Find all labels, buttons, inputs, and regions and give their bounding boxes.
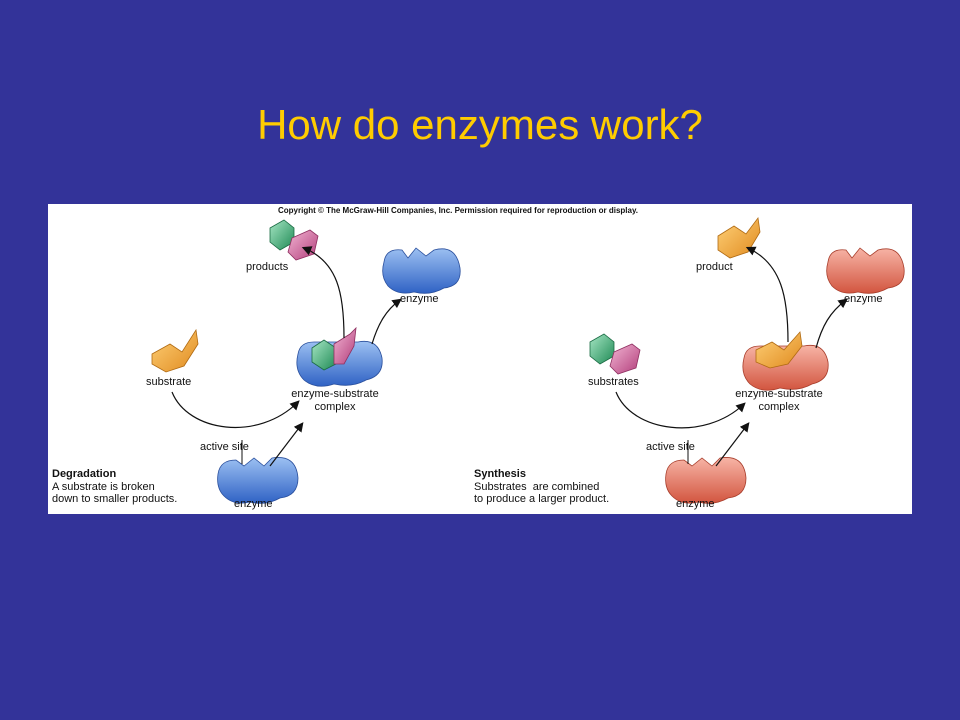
synthesis-caption-line2: to produce a larger product.: [474, 493, 610, 506]
products-label: products: [246, 261, 289, 273]
complex-red-shape: [742, 331, 829, 391]
enzyme-top-red-label: enzyme: [844, 293, 883, 305]
complex-shape: [296, 326, 383, 387]
arrow-complex-to-products: [301, 246, 345, 339]
complex-red-label-line2: complex: [758, 400, 800, 413]
degradation-caption-line2: down to smaller products.: [52, 493, 178, 506]
synthesis-caption-title: Synthesis: [474, 468, 526, 480]
products-shapes: [269, 219, 319, 261]
active-site-label: active site: [200, 441, 249, 453]
degradation-caption-title: Degradation: [52, 468, 117, 480]
copyright-notice: Copyright © The McGraw-Hill Companies, I…: [278, 206, 639, 215]
enzyme-bottom-red-shape: [665, 457, 747, 504]
substrates-shapes: [589, 333, 641, 375]
degradation-caption: Degradation A substrate is broken down t…: [52, 468, 177, 506]
substrate-label: substrate: [146, 376, 192, 388]
synthesis-caption-line1: Substrates are combined: [474, 480, 600, 493]
arrow-complex-to-product: [745, 246, 789, 343]
enzyme-top-red-shape: [826, 247, 905, 294]
enzyme-diagram: Copyright © The McGraw-Hill Companies, I…: [48, 204, 912, 514]
degradation-caption-line1: A substrate is broken: [52, 480, 155, 493]
arrow-complex-to-enzyme-red: [815, 298, 848, 349]
synthesis-caption: Synthesis Substrates are combined to pro…: [474, 468, 609, 506]
complex-label-line1: enzyme-substrate: [291, 388, 379, 400]
diagram-artwork: [151, 216, 905, 504]
arrow-enzyme-red-to-complex: [715, 422, 750, 467]
arrow-substrates-to-complex: [615, 391, 746, 429]
complex-red-label-line1: enzyme-substrate: [735, 388, 823, 400]
active-site-red-label: active site: [646, 441, 695, 453]
substrates-label: substrates: [588, 376, 639, 388]
complex-red-label: enzyme-substrate complex: [724, 388, 834, 413]
enzyme-top-label: enzyme: [400, 293, 439, 305]
product-label: product: [696, 261, 733, 273]
complex-label-line2: complex: [314, 400, 356, 413]
arrow-enzyme-to-complex: [269, 422, 304, 467]
enzyme-bottom-label: enzyme: [234, 498, 273, 510]
slide-title: How do enzymes work?: [257, 101, 703, 148]
complex-label: enzyme-substrate complex: [280, 388, 390, 413]
enzyme-bottom-red-label: enzyme: [676, 498, 715, 510]
arrow-complex-to-enzyme: [371, 298, 402, 345]
substrate-shape: [151, 328, 199, 373]
enzyme-bottom-shape: [217, 457, 299, 504]
product-shape: [717, 216, 761, 259]
enzyme-top-shape: [382, 247, 461, 294]
arrow-substrate-to-complex: [171, 391, 300, 429]
